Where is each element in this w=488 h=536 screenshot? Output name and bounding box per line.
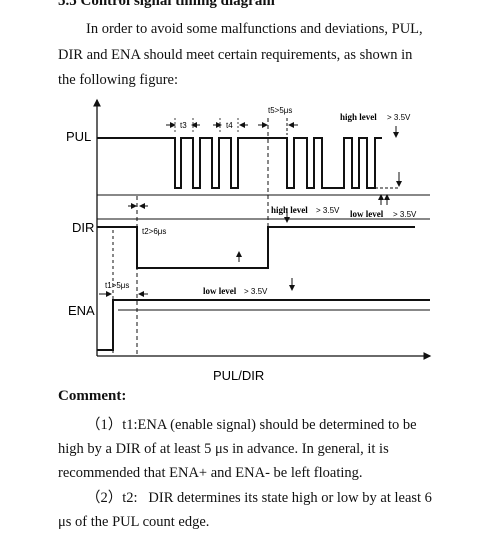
ena-low-level-label: low level [203, 286, 237, 296]
t3-label: t3 [180, 121, 187, 130]
section-heading: 5.5 Control signal timing diagram [58, 0, 275, 9]
ena-label: ENA [68, 303, 95, 318]
ena-low-level-value: > 3.5V [244, 287, 268, 296]
intro-line-2: DIR and ENA should meet certain requirem… [58, 47, 413, 63]
comment-line-4: （2）t2: DIR determines its state high or … [86, 490, 432, 506]
comment-line-2: high by a DIR of at least 5 μs in advanc… [58, 441, 389, 457]
intro-line-1: In order to avoid some malfunctions and … [86, 21, 423, 37]
timing-diagram: PUL DIR ENA PUL/DIR t3 t4 t5>5μs t2>6μs … [66, 98, 432, 383]
dir-low-level-value: > 3.5V [393, 210, 417, 219]
pul-high-level-label: high level [340, 112, 377, 122]
dir-waveform [97, 226, 415, 269]
comment-title: Comment: [58, 388, 127, 404]
pul-high-level-value: > 3.5V [387, 113, 411, 122]
dir-label: DIR [72, 220, 94, 235]
dir-high-level-label: high level [271, 205, 308, 215]
dir-high-level-value: > 3.5V [316, 206, 340, 215]
intro-line-3: the following figure: [58, 72, 179, 88]
t5-label: t5>5μs [268, 106, 292, 115]
t2-label: t2>6μs [142, 227, 166, 236]
comment-line-1: （1）t1:ENA (enable signal) should be dete… [86, 417, 417, 433]
dir-low-level-label: low level [350, 209, 384, 219]
ena-waveform [97, 299, 430, 351]
t4-label: t4 [226, 121, 233, 130]
axis-label: PUL/DIR [213, 368, 264, 383]
pul-label: PUL [66, 129, 91, 144]
comment-line-5: μs of the PUL count edge. [58, 514, 210, 530]
t1-label: t1>5μs [105, 281, 129, 290]
comment-line-3: recommended that ENA+ and ENA- be left f… [58, 465, 363, 481]
pul-waveform [97, 137, 382, 189]
